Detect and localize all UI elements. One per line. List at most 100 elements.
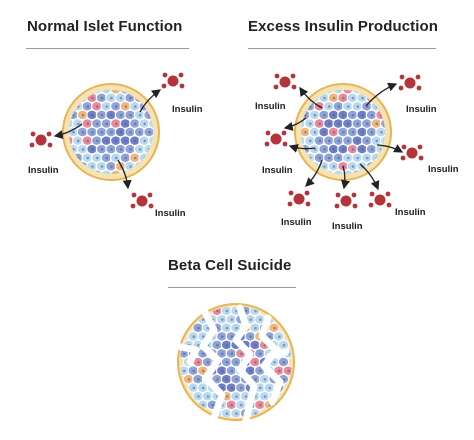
- cell-nucleus: [328, 156, 331, 160]
- cell-nucleus: [129, 165, 132, 168]
- secretion-arrow: [288, 144, 316, 153]
- normal-islet-title-rule: [26, 48, 189, 49]
- cell-nucleus: [366, 156, 369, 160]
- cell-nucleus: [230, 318, 234, 321]
- normal-islet-arrows: [53, 89, 162, 190]
- cell-nucleus: [202, 403, 205, 407]
- cell-nucleus: [282, 343, 286, 347]
- cell-nucleus: [119, 113, 123, 117]
- cell-nucleus: [318, 156, 322, 160]
- islet-cell: [380, 135, 385, 146]
- cell-nucleus: [96, 122, 99, 126]
- insulin-granule-small: [401, 144, 407, 150]
- cell-nucleus: [183, 369, 186, 373]
- cell-nucleus: [375, 139, 379, 143]
- cell-nucleus: [100, 131, 104, 134]
- insulin-granule-small: [399, 74, 405, 80]
- cell-nucleus: [254, 343, 257, 347]
- cell-nucleus: [138, 148, 142, 151]
- insulin-granule-small: [265, 130, 271, 136]
- cell-nucleus: [287, 369, 291, 373]
- insulin-granule-small: [46, 131, 52, 137]
- cell-nucleus: [342, 131, 345, 134]
- cell-nucleus: [366, 139, 369, 143]
- insulin-granule-small: [178, 72, 184, 78]
- cell-nucleus: [138, 131, 142, 134]
- cell-nucleus: [81, 131, 85, 134]
- cell-nucleus: [105, 139, 109, 143]
- cell-nucleus: [259, 318, 262, 321]
- cell-nucleus: [221, 386, 224, 390]
- cell-nucleus: [115, 156, 118, 160]
- cell-nucleus: [143, 139, 147, 143]
- cell-nucleus: [148, 131, 151, 134]
- secretion-arrow: [365, 82, 398, 107]
- insulin-granule-small: [417, 144, 423, 150]
- cell-nucleus: [91, 165, 94, 168]
- cell-nucleus: [323, 96, 326, 100]
- cell-nucleus: [273, 326, 276, 330]
- cell-nucleus: [230, 352, 234, 356]
- insulin-label: Insulin: [172, 104, 203, 115]
- cell-nucleus: [356, 156, 360, 160]
- cell-nucleus: [375, 122, 379, 126]
- cell-nucleus: [197, 361, 200, 364]
- fracture-gap: [172, 342, 200, 366]
- insulin-granule-small: [398, 85, 404, 91]
- broken-islet: [172, 303, 295, 424]
- cell-nucleus: [134, 122, 137, 126]
- cell-nucleus: [96, 139, 99, 143]
- cell-nucleus: [318, 122, 322, 126]
- cell-nucleus: [332, 165, 336, 168]
- cell-nucleus: [197, 326, 200, 330]
- cell-nucleus: [282, 361, 286, 364]
- cell-nucleus: [278, 335, 281, 339]
- insulin-granule-small: [304, 190, 310, 196]
- insulin-granule-small: [415, 74, 421, 80]
- islet-cell: [342, 169, 354, 174]
- insulin-granule-small: [351, 192, 357, 198]
- cell-nucleus: [221, 352, 224, 356]
- cell-nucleus: [100, 113, 104, 117]
- insulin-granule-small: [334, 203, 340, 209]
- cell-nucleus: [143, 122, 147, 126]
- cell-nucleus: [129, 113, 132, 117]
- cell-nucleus: [230, 369, 234, 373]
- cell-nucleus: [129, 131, 132, 134]
- insulin-label: Insulin: [332, 221, 363, 232]
- cell-nucleus: [91, 148, 94, 151]
- insulin-granule-small: [30, 131, 36, 137]
- cell-nucleus: [323, 148, 326, 151]
- cell-nucleus: [342, 96, 345, 100]
- cell-nucleus: [235, 326, 238, 330]
- cell-nucleus: [86, 156, 90, 160]
- cell-nucleus: [100, 96, 104, 100]
- insulin-granule-large: [374, 194, 386, 206]
- cell-nucleus: [86, 139, 90, 143]
- insulin-label: Insulin: [406, 104, 437, 115]
- cell-nucleus: [304, 131, 307, 134]
- secretion-arrow: [341, 165, 350, 190]
- cell-nucleus: [259, 386, 262, 390]
- cell-nucleus: [235, 378, 238, 381]
- cell-nucleus: [230, 335, 234, 339]
- cell-nucleus: [91, 131, 94, 134]
- cell-nucleus: [230, 403, 234, 407]
- cell-nucleus: [192, 335, 196, 339]
- insulin-granule-small: [281, 130, 287, 136]
- cell-nucleus: [240, 352, 243, 356]
- cell-nucleus: [249, 335, 253, 339]
- insulin-granule-large: [136, 195, 148, 207]
- cell-nucleus: [328, 139, 331, 143]
- cell-nucleus: [235, 361, 238, 364]
- cell-nucleus: [263, 395, 267, 398]
- cell-nucleus: [347, 105, 350, 108]
- cell-nucleus: [351, 131, 355, 134]
- cell-nucleus: [356, 105, 360, 108]
- cell-nucleus: [235, 412, 238, 415]
- cell-nucleus: [81, 148, 85, 151]
- cell-nucleus: [268, 335, 272, 339]
- secretion-arrow: [53, 123, 83, 140]
- cell-nucleus: [259, 403, 262, 407]
